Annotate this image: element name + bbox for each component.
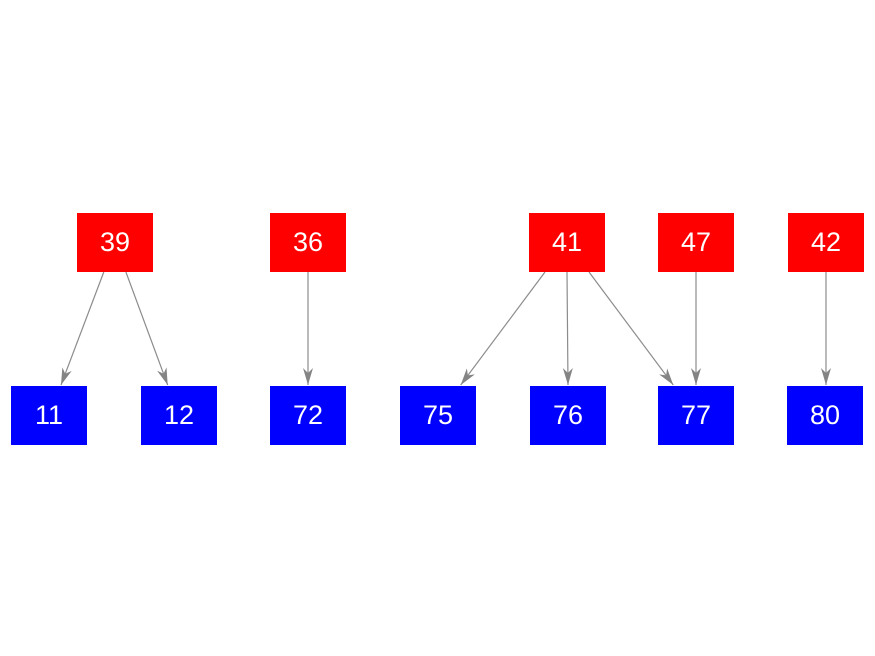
edge-41-to-75: [460, 271, 546, 386]
node-76[interactable]: 76: [530, 386, 606, 445]
edge-41-to-77: [588, 271, 674, 386]
node-75[interactable]: 75: [400, 386, 476, 445]
node-77[interactable]: 77: [658, 386, 734, 445]
edge-41-to-76: [562, 271, 573, 386]
node-47[interactable]: 47: [658, 213, 734, 272]
node-41[interactable]: 41: [529, 213, 605, 272]
node-72[interactable]: 72: [270, 386, 346, 445]
node-39[interactable]: 39: [77, 213, 153, 272]
node-12[interactable]: 12: [141, 386, 217, 445]
node-80[interactable]: 80: [787, 386, 863, 445]
edge-39-to-12: [125, 271, 169, 386]
edge-39-to-11: [60, 271, 105, 386]
node-36[interactable]: 36: [270, 213, 346, 272]
node-11[interactable]: 11: [11, 386, 87, 445]
node-42[interactable]: 42: [788, 213, 864, 272]
